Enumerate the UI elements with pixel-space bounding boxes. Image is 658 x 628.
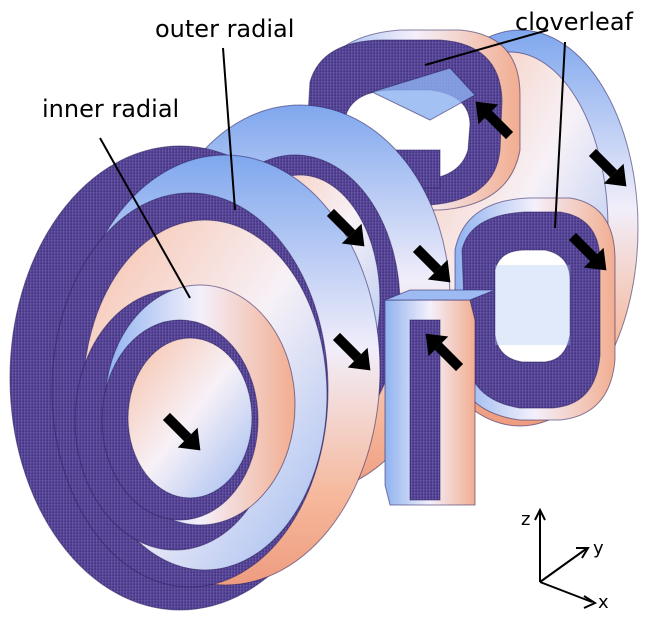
arrow-front-outer [332, 332, 371, 371]
outer-radial-label: outer radial [155, 15, 294, 43]
leader-cloverleaf-top [424, 29, 549, 66]
y-axis-arrowhead [576, 547, 590, 559]
leader-inner-radial [99, 137, 191, 299]
arrow-rear-ring [588, 148, 627, 187]
current-arrows [162, 101, 627, 451]
y-axis-line [539, 548, 587, 583]
arrow-front-inner [162, 412, 201, 451]
arrow-lower-cloverleaf [568, 232, 607, 271]
lower-cloverleaf-coil [454, 197, 616, 421]
center-connector-block [384, 289, 496, 506]
leader-cloverleaf-bottom [554, 41, 566, 229]
x-axis-label: x [598, 592, 609, 613]
arrow-middle-upper [326, 208, 365, 247]
cloverleaf-label: cloverleaf [515, 8, 634, 36]
inner-radial-label: inner radial [42, 95, 179, 123]
x-axis-line [539, 581, 593, 603]
leader-lines [99, 29, 566, 299]
z-axis-label: z [521, 509, 530, 530]
leader-outer-radial [222, 47, 236, 211]
y-axis-label: y [593, 538, 604, 559]
arrow-middle-lower [412, 244, 451, 283]
x-axis-arrowhead [583, 595, 598, 609]
arrow-connector [425, 333, 464, 372]
arrow-upper-cloverleaf [475, 101, 514, 140]
axis-triad: z y x [521, 507, 609, 613]
z-axis-arrowhead [534, 507, 546, 521]
